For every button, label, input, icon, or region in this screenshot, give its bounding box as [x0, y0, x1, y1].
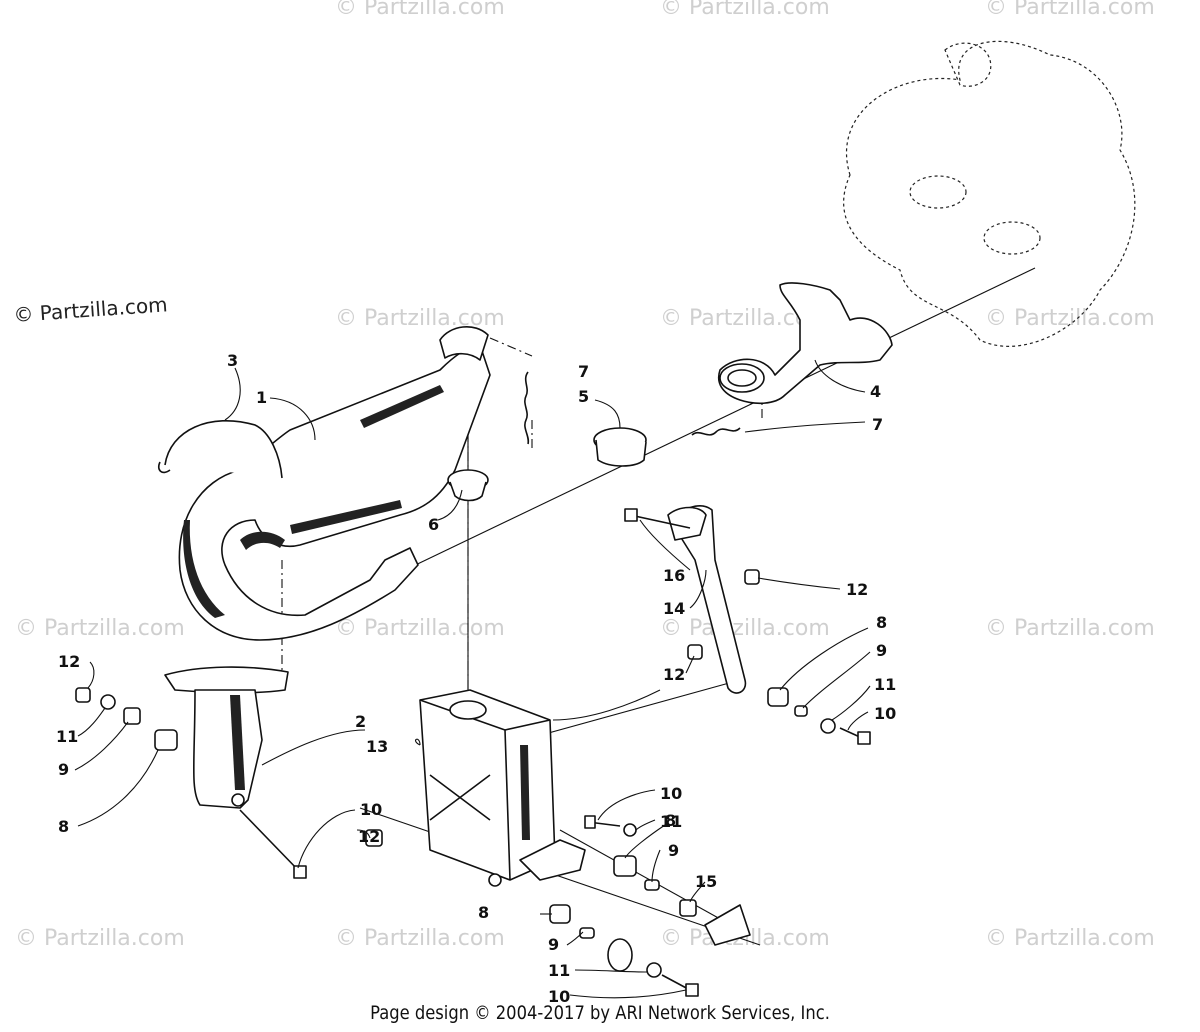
spring-lower: [691, 427, 741, 436]
callout-2: 2: [355, 712, 366, 731]
fasteners: [75, 508, 871, 997]
callout-labels: 1 2 3 4 5 6 7 7 8 8 8 8 9 9 9 9 10 10 10…: [56, 351, 896, 1006]
watermark: © Partzilla.com: [985, 926, 1155, 951]
callout-9-left: 9: [58, 760, 69, 779]
callout-11-bottom: 11: [548, 961, 570, 980]
bushing: [549, 904, 571, 924]
callout-10-right: 10: [874, 704, 896, 723]
callout-16: 16: [663, 566, 685, 585]
washer: [646, 962, 662, 978]
stay-arm: [667, 505, 747, 694]
seal-ring: [593, 427, 647, 467]
bushing: [767, 687, 789, 707]
callout-10-box: 10: [660, 784, 682, 803]
watermark-main: © Partzilla.com: [13, 292, 169, 327]
callout-11-box: 11: [660, 812, 682, 831]
callout-9-bottom: 9: [548, 935, 559, 954]
callout-5: 5: [578, 387, 589, 406]
mounting-bracket-left: [164, 666, 289, 809]
nut: [75, 687, 91, 703]
watermark: © Partzilla.com: [985, 616, 1155, 641]
nut: [744, 569, 760, 585]
collar: [794, 705, 808, 717]
callout-11-right: 11: [874, 675, 896, 694]
washer: [607, 938, 633, 972]
watermark: © Partzilla.com: [985, 0, 1155, 20]
callout-11-left: 11: [56, 727, 78, 746]
spring-upper: [524, 371, 530, 445]
watermark: © Partzilla.com: [335, 306, 505, 331]
callout-7-lower: 7: [872, 415, 883, 434]
watermark: © Partzilla.com: [335, 0, 505, 20]
callout-14: 14: [663, 599, 685, 618]
bushing: [154, 729, 178, 751]
assembly-lines: [281, 267, 1036, 946]
callout-7-upper: 7: [578, 362, 589, 381]
bushing: [613, 855, 637, 877]
callout-10-bottom: 10: [548, 987, 570, 1006]
bolt-head: [584, 815, 596, 829]
nut: [687, 644, 703, 660]
watermark: © Partzilla.com: [15, 926, 185, 951]
engine-outline: [843, 40, 1136, 347]
callout-8-left: 8: [58, 817, 69, 836]
watermark: © Partzilla.com: [985, 306, 1155, 331]
washer: [100, 694, 116, 710]
watermark-grid: © Partzilla.com © Partzilla.com © Partzi…: [15, 0, 1155, 951]
callout-4: 4: [870, 382, 881, 401]
callout-8-box: 8: [665, 811, 676, 830]
callout-3: 3: [227, 351, 238, 370]
page-footer-copyright: Page design © 2004-2017 by ARI Network S…: [370, 1002, 830, 1024]
callout-8-bottom: 8: [478, 903, 489, 922]
grommet: [447, 469, 489, 502]
nut: [679, 899, 697, 917]
watermark: © Partzilla.com: [335, 616, 505, 641]
callout-15: 15: [695, 872, 717, 891]
nut: [365, 829, 383, 847]
bolt-head: [857, 731, 871, 745]
washer: [623, 823, 637, 837]
bolt-head: [293, 865, 307, 879]
leader-lines: [74, 359, 871, 999]
y-manifold: [718, 282, 893, 405]
watermark: © Partzilla.com: [335, 926, 505, 951]
bolt-head: [685, 983, 699, 997]
callout-10-left: 10: [360, 800, 382, 819]
plate: [704, 904, 751, 946]
callout-12-left: 12: [58, 652, 80, 671]
callout-8-right: 8: [876, 613, 887, 632]
collar: [579, 927, 595, 939]
callout-9-right: 9: [876, 641, 887, 660]
callout-12-arm: 12: [663, 665, 685, 684]
washer: [820, 718, 836, 734]
callout-12-box: 12: [358, 827, 380, 846]
watermark: © Partzilla.com: [660, 0, 830, 20]
watermark: © Partzilla.com: [660, 616, 830, 641]
watermark: © Partzilla.com: [15, 616, 185, 641]
bolt-head: [624, 508, 638, 522]
collar: [123, 707, 141, 725]
callout-9-box: 9: [668, 841, 679, 860]
expansion-chamber: [178, 326, 491, 641]
callout-6: 6: [428, 515, 439, 534]
callout-13: 13: [366, 737, 388, 756]
callout-1: 1: [256, 388, 267, 407]
silencer-box: [419, 689, 586, 887]
callout-12-right: 12: [846, 580, 868, 599]
chamber-spring-cable: [164, 420, 283, 479]
